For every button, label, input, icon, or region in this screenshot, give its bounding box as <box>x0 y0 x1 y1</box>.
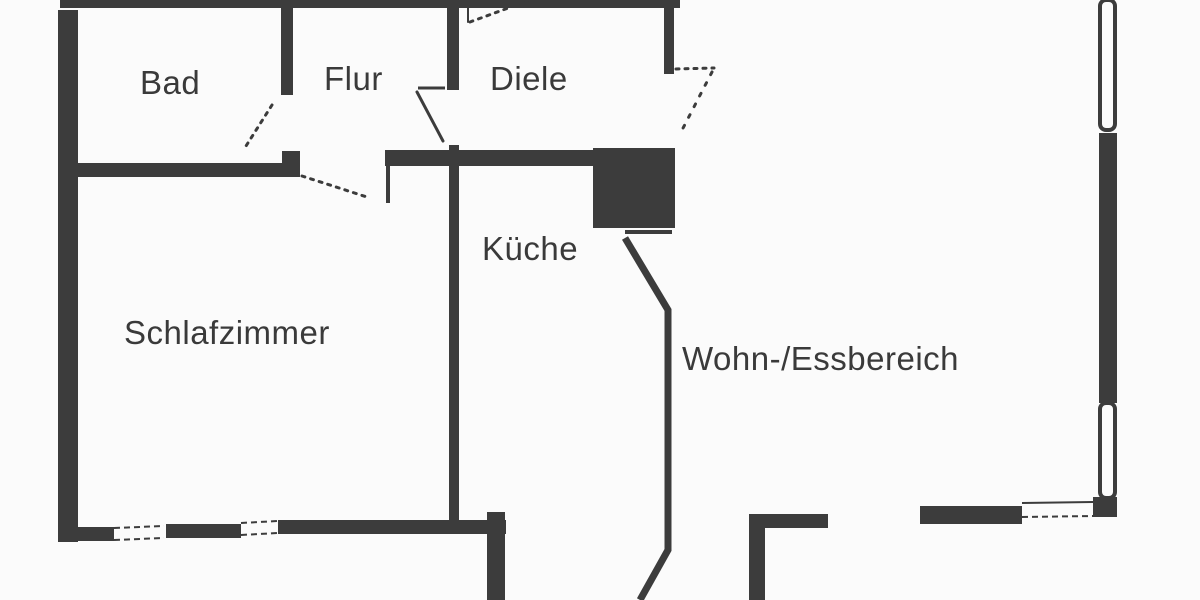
room-label-kueche: Küche <box>482 230 579 267</box>
door-swing-wohn-a <box>674 66 716 71</box>
door-swing-kueche <box>415 90 445 143</box>
door-swing-schlafzimmer <box>300 174 372 200</box>
window-right-bottom <box>1098 401 1117 500</box>
window-line <box>240 520 279 524</box>
wall-bottom-seg-3 <box>278 520 506 534</box>
door-swing-bad <box>244 103 274 148</box>
window-line <box>240 532 279 536</box>
wall-right-solid <box>1099 133 1117 403</box>
wall-bottom-seg-1 <box>60 527 114 541</box>
wall-bad-flur <box>281 0 293 95</box>
window-line <box>113 525 165 529</box>
wall-kitchen-bottom-right <box>487 512 505 600</box>
wall-flur-stub <box>386 165 390 203</box>
windows <box>113 0 1117 541</box>
window-line <box>1021 501 1094 504</box>
room-label-bad: Bad <box>140 64 201 101</box>
wall-kueche-wohn <box>621 236 672 600</box>
wall-corner-br <box>1093 497 1117 517</box>
window-line <box>1021 515 1094 518</box>
door-swing-diele-top <box>468 0 532 24</box>
wall-wohn-bottom <box>920 506 1022 524</box>
door-swings <box>244 0 716 200</box>
wall-wohn-bottom-left <box>750 514 828 528</box>
window-line <box>113 537 165 541</box>
room-label-wohn-essbereich: Wohn-/Essbereich <box>682 340 960 377</box>
wall-diele-right <box>664 0 674 74</box>
wall-left-outer <box>58 10 78 542</box>
wall-wohn-left-lower <box>749 514 765 600</box>
shaft-block <box>593 148 675 228</box>
door-swing-wohn-b <box>678 70 714 136</box>
wall-flur-diele <box>447 0 459 90</box>
window-right-top <box>1098 0 1117 132</box>
room-label-flur: Flur <box>324 60 383 97</box>
room-label-diele: Diele <box>490 60 568 97</box>
wall-bottom-seg-2 <box>166 524 241 538</box>
walls <box>58 0 1117 600</box>
angled-walls <box>418 86 672 600</box>
room-label-schlafzimmer: Schlafzimmer <box>124 314 330 351</box>
wall-bad-stub <box>282 151 300 173</box>
wall-schlafzimmer-kueche <box>449 145 459 520</box>
wall-top <box>60 0 680 8</box>
wall-bad-bottom <box>76 163 300 177</box>
